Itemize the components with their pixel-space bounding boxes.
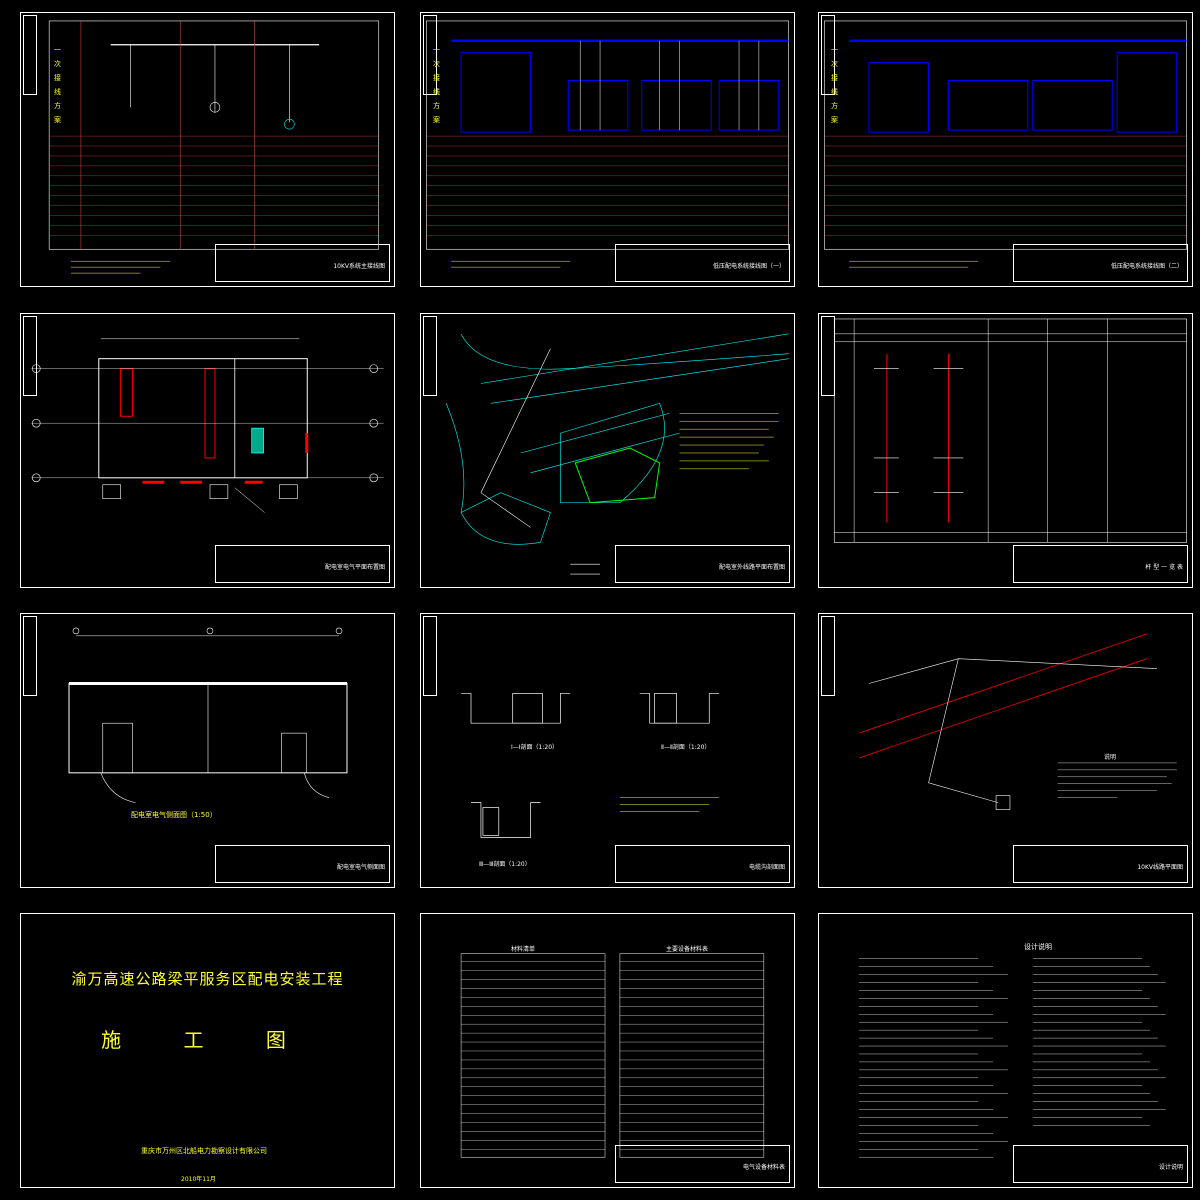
sheet-title: 杆 型 一 览 表 bbox=[1145, 564, 1183, 571]
section-caption: Ⅲ—Ⅲ剖面（1:20） bbox=[479, 861, 531, 868]
sheet-title: 配电室电气平面布置图 bbox=[324, 564, 385, 571]
sheet-room-elevation: 配电室电气侧面图（1:50） 配电室电气侧面图 bbox=[20, 613, 395, 888]
cover-date: 2010年11月 bbox=[181, 1176, 216, 1183]
title-block: 设计说明 bbox=[1013, 1145, 1188, 1183]
title-block: 10KV系统主接线图 bbox=[215, 244, 390, 282]
sheet-binding-strip bbox=[23, 15, 37, 95]
sheet-binding-strip bbox=[821, 616, 835, 696]
sheet-binding-strip bbox=[23, 316, 37, 396]
sheet-pole-types: 杆 型 一 览 表 bbox=[818, 313, 1193, 588]
sheet-binding-strip bbox=[423, 316, 437, 396]
title-block: 配电室外线路平面布置图 bbox=[615, 545, 790, 583]
sheet-title: 10KV系统主接线图 bbox=[333, 263, 385, 270]
title-block: 低压配电系统接线图（一） bbox=[615, 244, 790, 282]
side-label: 一 次 接 线 方 案 bbox=[831, 46, 838, 124]
sheet-cable-trench: Ⅰ—Ⅰ剖面（1:20） Ⅱ—Ⅱ剖面（1:20） Ⅲ—Ⅲ剖面（1:20） 电缆沟剖… bbox=[420, 613, 795, 888]
sheet-binding-strip bbox=[23, 616, 37, 696]
sheet-binding-strip bbox=[423, 15, 437, 95]
table-title: 主要设备材料表 bbox=[666, 946, 709, 953]
side-label: 一 次 接 线 方 案 bbox=[433, 46, 440, 124]
title-block: 电缆沟剖面图 bbox=[615, 845, 790, 883]
sheet-title: 配电室外线路平面布置图 bbox=[718, 564, 785, 571]
sheet-room-layout: 配电室电气平面布置图 bbox=[20, 313, 395, 588]
sheet-title: 低压配电系统接线图（一） bbox=[712, 263, 785, 270]
title-block: 10KV线路平面图 bbox=[1013, 845, 1188, 883]
sheet-title: 设计说明 bbox=[1158, 1164, 1183, 1171]
section-caption: Ⅰ—Ⅰ剖面（1:20） bbox=[511, 744, 559, 751]
section-caption: 配电室电气侧面图（1:50） bbox=[131, 811, 217, 819]
cover-organization: 重庆市万州区北船电力勘察设计有限公司 bbox=[141, 1147, 267, 1155]
sheet-title: 10KV线路平面图 bbox=[1137, 864, 1183, 871]
notes-title: 说明 bbox=[1104, 754, 1117, 761]
sheet-binding-strip bbox=[821, 15, 835, 95]
title-block: 低压配电系统接线图（二） bbox=[1013, 244, 1188, 282]
cover-project-title: 渝万高速公路梁平服务区配电安装工程 bbox=[71, 970, 344, 988]
sheet-title: 配电室电气侧面图 bbox=[336, 864, 385, 871]
cover-subtitle: 施 工 图 bbox=[101, 1028, 314, 1052]
title-block: 杆 型 一 览 表 bbox=[1013, 545, 1188, 583]
sheet-10kv-main-wiring: 一 次 接 线 方 案 10KV系统主接线图 bbox=[20, 12, 395, 287]
sheet-material-list: 材料清单 主要设备材料表 电气设备材料表 bbox=[420, 913, 795, 1188]
sheet-binding-strip bbox=[423, 616, 437, 696]
sheet-title: 电缆沟剖面图 bbox=[748, 864, 785, 871]
side-label: 一 次 接 线 方 案 bbox=[54, 46, 61, 124]
sheet-title: 电气设备材料表 bbox=[742, 1164, 785, 1171]
table-title: 材料清单 bbox=[511, 946, 536, 953]
title-block: 配电室电气平面布置图 bbox=[215, 545, 390, 583]
sheet-lv-wiring-2: 一 次 接 线 方 案 低压配电系统接线图（二） bbox=[818, 12, 1193, 287]
notes-title: 设计说明 bbox=[1024, 943, 1052, 951]
sheet-site-plan: 配电室外线路平面布置图 bbox=[420, 313, 795, 588]
sheet-cover: 渝万高速公路梁平服务区配电安装工程 施 工 图 重庆市万州区北船电力勘察设计有限… bbox=[20, 913, 395, 1188]
sheet-title: 低压配电系统接线图（二） bbox=[1110, 263, 1183, 270]
sheet-design-notes: 设计说明 设计说明 bbox=[818, 913, 1193, 1188]
title-block: 电气设备材料表 bbox=[615, 1145, 790, 1183]
title-block: 配电室电气侧面图 bbox=[215, 845, 390, 883]
sheet-10kv-line-plan: 说明 10KV线路平面图 bbox=[818, 613, 1193, 888]
section-caption: Ⅱ—Ⅱ剖面（1:20） bbox=[661, 744, 711, 751]
sheet-lv-wiring-1: 一 次 接 线 方 案 低压配电系统接线图（一） bbox=[420, 12, 795, 287]
